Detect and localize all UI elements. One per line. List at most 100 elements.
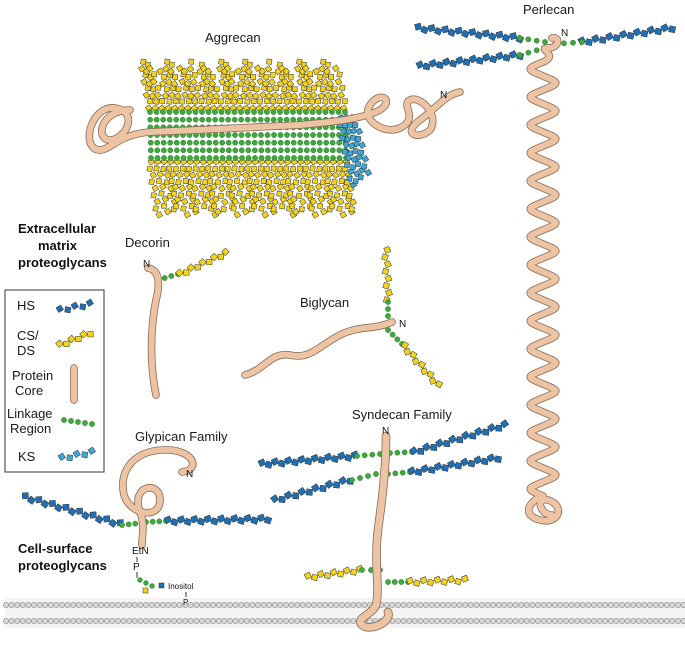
syndecan-n-terminus: N (382, 426, 389, 437)
decorin-title: Decorin (125, 235, 170, 250)
perlecan-hs-chain (414, 22, 525, 44)
aggrecan-linkage (179, 109, 187, 161)
glypican-core (119, 446, 197, 549)
linkage-region-icon (61, 417, 95, 427)
biglycan-core (241, 318, 396, 379)
biglycan-chains (381, 246, 444, 389)
aggrecan-linkage (277, 109, 284, 161)
decorin-cs-chain (175, 247, 230, 278)
cell-membrane (2, 598, 685, 628)
aggrecan-cs-upper (282, 67, 303, 113)
syndecan-cs-chain-2 (406, 574, 469, 587)
legend-box (4, 289, 105, 473)
aggrecan-cs-lower (290, 157, 307, 213)
hs-chain-icon (55, 298, 94, 314)
aggrecan-linkage (316, 109, 323, 161)
aggrecan-cs-upper (234, 67, 251, 113)
glypican-hs-chain-1 (21, 492, 124, 528)
aggrecan-n-terminus: N (440, 90, 447, 101)
aggrecan-cs-upper (331, 64, 349, 113)
aggrecan-linkage (212, 109, 219, 161)
aggrecan-linkage (173, 109, 180, 161)
biglycan-title: Biglycan (300, 295, 349, 310)
syndecan-core (356, 431, 393, 632)
aggrecan-chains (138, 58, 373, 219)
legend: HS CS/ DS Protein Core Linkage Region KS (4, 289, 105, 473)
aggrecan-cs-upper (180, 67, 199, 113)
perlecan-linkage (517, 35, 548, 45)
perlecan-title: Perlecan (523, 2, 574, 17)
perlecan-core (524, 34, 562, 525)
syndecan-cs-chain-1 (303, 564, 364, 581)
aggrecan-cs-upper (323, 61, 342, 113)
glypican-n-terminus: N (186, 469, 193, 480)
aggrecan-cs-lower (212, 157, 229, 213)
legend-ks-label: KS (18, 449, 36, 464)
cs-ds-chain-icon (55, 329, 94, 349)
glycan-chains (21, 22, 677, 597)
gpi-cs-square (142, 587, 149, 594)
aggrecan-linkage (309, 109, 317, 161)
aggrecan-cs-lower (166, 158, 182, 210)
legend-core-label-1: Protein (12, 368, 53, 383)
aggrecan-cs-lower (302, 158, 320, 219)
aggrecan-linkage (244, 109, 252, 161)
aggrecan-linkage (270, 109, 278, 161)
aggrecan-linkage (231, 109, 239, 161)
aggrecan-linkage (264, 109, 271, 161)
legend-csds-label-1: CS/ (17, 328, 39, 343)
perlecan-hs-chain (577, 23, 677, 47)
aggrecan-cs-upper (301, 64, 322, 113)
cs-header-line2: proteoglycans (18, 558, 107, 573)
aggrecan-linkage (283, 109, 291, 161)
aggrecan-linkage (251, 109, 258, 161)
gpi-anchor (136, 557, 187, 597)
syndecan-chains (257, 419, 510, 587)
aggrecan-linkage (166, 109, 174, 161)
biglycan-linkage-2 (385, 327, 405, 347)
syndecan-linkage-3 (349, 471, 379, 483)
syndecan-linkage-1 (354, 451, 383, 459)
aggrecan-linkage (192, 109, 200, 161)
aggrecan-linkage (186, 109, 193, 161)
aggrecan-cs-lower (270, 157, 288, 210)
cs-header-line1: Cell-surface (18, 541, 92, 556)
aggrecan-cs-upper (264, 58, 283, 113)
aggrecan-title: Aggrecan (205, 30, 261, 45)
biglycan-cs-chain-2 (400, 341, 444, 389)
decorin-core (144, 264, 163, 399)
aggrecan-ks-chain (336, 114, 358, 189)
ecm-header-line2: matrix (38, 238, 78, 253)
aggrecan-cs-upper (145, 64, 166, 113)
gpi-linkage-dots (137, 577, 155, 589)
legend-hs-label: HS (17, 298, 35, 313)
aggrecan-cs-lower (263, 158, 279, 213)
biglycan-linkage-1 (385, 299, 391, 319)
aggrecan-cs-lower (192, 157, 210, 210)
gpi-etn-label: EtN (132, 546, 149, 557)
aggrecan-cs-lower (224, 158, 242, 219)
aggrecan-core (85, 88, 464, 154)
legend-core-label-2: Core (15, 383, 43, 398)
aggrecan-cs-lower (172, 157, 192, 219)
ecm-header-line1: Extracellular (18, 221, 96, 236)
aggrecan-cs-upper (216, 58, 232, 112)
aggrecan-linkage (238, 109, 245, 161)
gpi-hs-square (158, 582, 165, 589)
gpi-p-label-2: P (183, 598, 188, 607)
gpi-p-label-1: P (133, 562, 140, 573)
syndecan-hs-chain-1 (257, 450, 360, 469)
aggrecan-cs-upper (204, 67, 225, 113)
legend-csds-label-2: DS (17, 343, 35, 358)
aggrecan-linkage (199, 109, 206, 161)
syndecan-hs-chain-3 (270, 476, 354, 504)
glypican-title: Glypican Family (135, 429, 228, 444)
aggrecan-cs-lower (328, 157, 348, 219)
perlecan-hs-chain (415, 50, 525, 71)
legend-linkage-label-2: Region (10, 421, 51, 436)
perlecan-chains (414, 22, 677, 71)
syndecan-title: Syndecan Family (352, 407, 452, 422)
aggrecan-linkage (329, 109, 336, 161)
aggrecan-cs-upper (258, 67, 277, 113)
aggrecan-cs-lower (204, 158, 222, 216)
